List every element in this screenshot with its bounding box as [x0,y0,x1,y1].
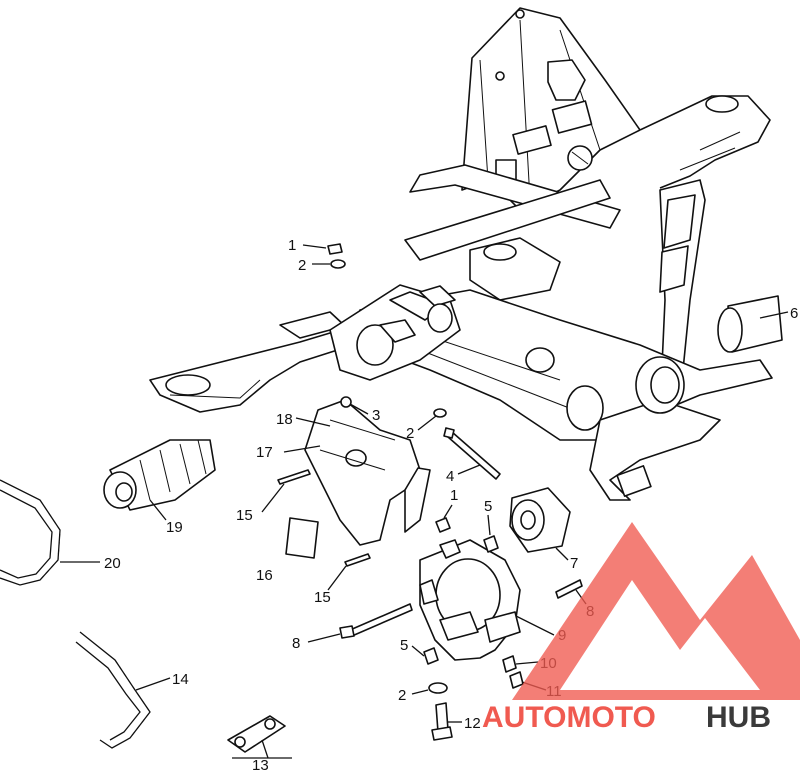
callout-18: 18 [276,411,293,428]
callout-1b: 1 [450,487,458,504]
watermark-text: AUTOMOTO HUB [482,701,771,734]
bearing-housing [419,539,521,661]
callout-1a: 1 [288,237,296,254]
callout-19: 19 [166,519,183,536]
hardware [277,243,583,741]
drive-sprocket [103,439,216,511]
watermark-prefix: AUTOMOTO [482,701,656,734]
callout-8b: 8 [292,635,300,652]
watermark-triangle-icon [512,522,800,700]
callout-16: 16 [256,567,273,584]
callout-13: 13 [252,757,269,774]
callout-12: 12 [464,715,481,732]
drive-chain-lower [75,631,151,749]
master-link [227,715,292,759]
bearing [509,487,571,553]
callout-20: 20 [104,555,121,572]
chassis-frame [149,7,783,501]
drive-chain-upper [0,479,61,586]
leader-lines [60,244,789,759]
callout-17: 17 [256,444,273,461]
callout-2a: 2 [298,257,306,274]
callout-14: 14 [172,671,189,688]
callout-2c: 2 [398,687,406,704]
callout-6: 6 [790,305,798,322]
chaincase-cover [304,399,431,546]
callout-3: 3 [372,407,380,424]
callout-5a: 5 [484,498,492,515]
callout-15b: 15 [314,589,331,606]
callout-4: 4 [446,468,454,485]
watermark-suffix: HUB [706,701,771,734]
callout-2b: 2 [406,425,414,442]
callout-7: 7 [570,555,578,572]
callout-15a: 15 [236,507,253,524]
callout-5b: 5 [400,637,408,654]
watermark-logo [512,522,800,700]
gasket-pad [285,517,319,559]
